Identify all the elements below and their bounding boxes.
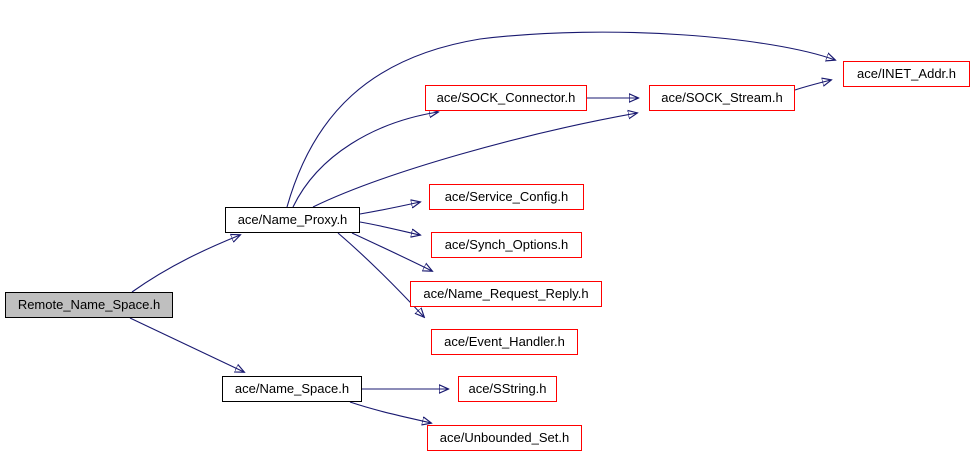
edge-name-proxy-to-inet-addr [286, 31, 835, 208]
node-service-config[interactable]: ace/Service_Config.h [429, 184, 584, 210]
node-unbounded-set[interactable]: ace/Unbounded_Set.h [427, 425, 582, 451]
node-name-request-reply[interactable]: ace/Name_Request_Reply.h [410, 281, 602, 307]
node-synch-options[interactable]: ace/Synch_Options.h [431, 232, 582, 258]
edge-root-to-name-space [129, 317, 244, 372]
edge-name-proxy-to-sock-stream [312, 113, 637, 208]
node-sock-connector[interactable]: ace/SOCK_Connector.h [425, 85, 587, 111]
node-inet-addr[interactable]: ace/INET_Addr.h [843, 61, 970, 87]
node-remote-name-space: Remote_Name_Space.h [5, 292, 173, 318]
edge-name-proxy-to-name-request-reply [351, 232, 432, 271]
edge-name-space-to-unbounded-set [349, 401, 431, 423]
node-sstring[interactable]: ace/SString.h [458, 376, 557, 402]
edge-name-proxy-to-service-config [359, 202, 420, 215]
edge-name-proxy-to-sock-connector [292, 112, 438, 208]
edge-name-proxy-to-event-handler [337, 232, 424, 317]
edge-name-proxy-to-synch-options [359, 221, 420, 235]
node-event-handler[interactable]: ace/Event_Handler.h [431, 329, 578, 355]
node-sock-stream[interactable]: ace/SOCK_Stream.h [649, 85, 795, 111]
edge-sock-stream-to-inet-addr [794, 80, 831, 91]
node-name-proxy[interactable]: ace/Name_Proxy.h [225, 207, 360, 233]
node-name-space[interactable]: ace/Name_Space.h [222, 376, 362, 402]
edge-root-to-name-proxy [131, 235, 240, 293]
